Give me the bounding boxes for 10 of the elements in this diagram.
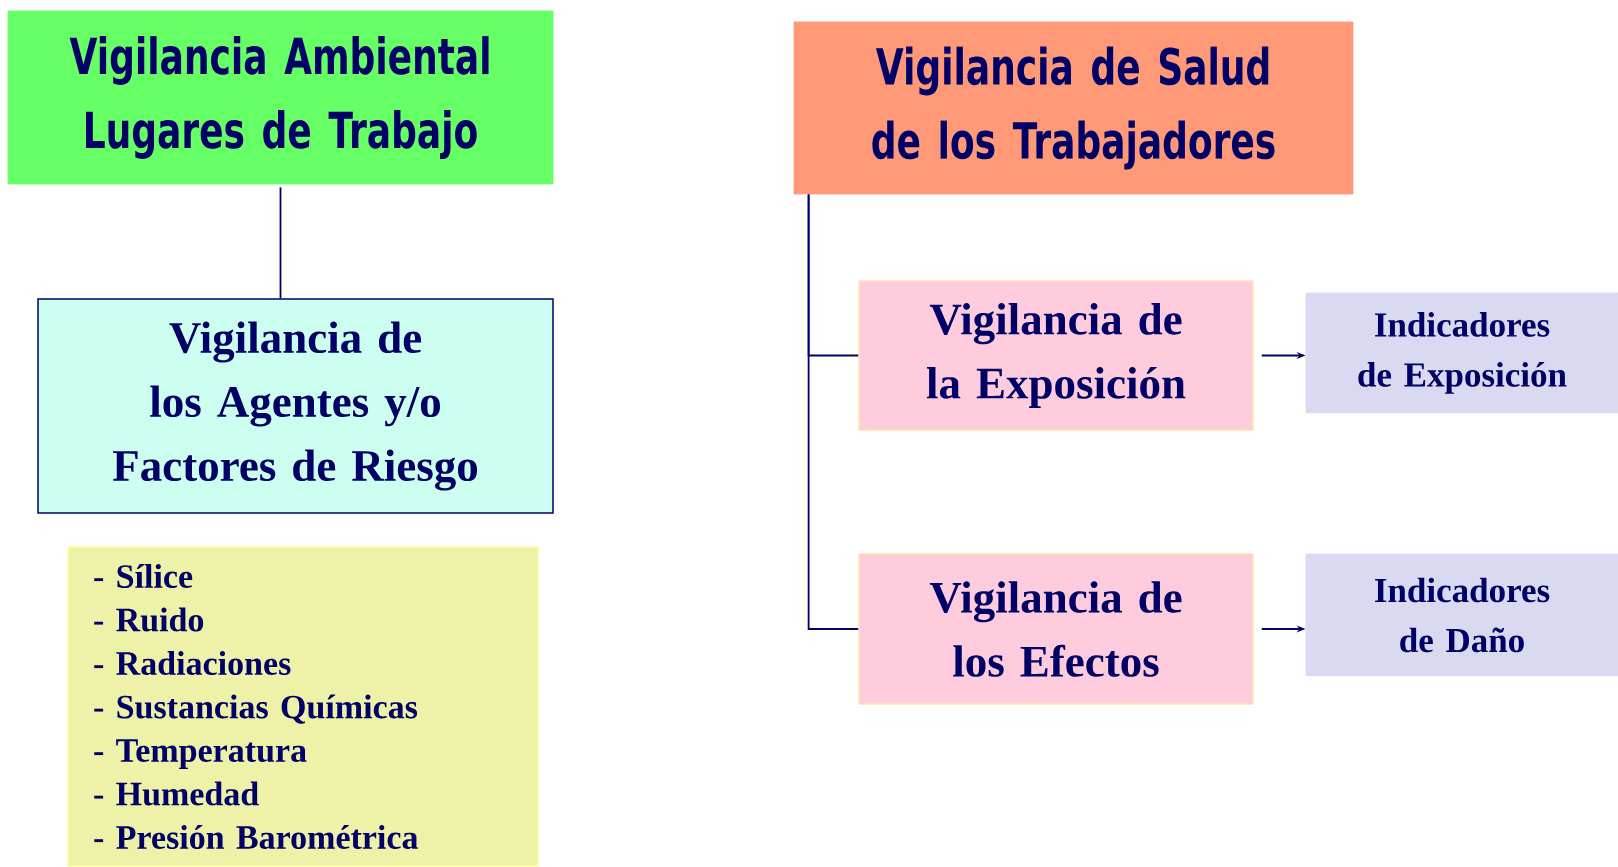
connector-line [279, 186, 282, 300]
process-box: Vigilancia de los Agentes y/o Factores de Riesgo [37, 298, 554, 514]
process-box: Vigilancia de los Efectos [858, 553, 1254, 705]
heading-box: Vigilancia Ambiental Lugares de Trabajo [7, 10, 554, 185]
indicator-box: Indicadores de Exposición [1305, 292, 1618, 414]
connector-line [807, 193, 860, 630]
process-box: Vigilancia de la Exposición [858, 280, 1254, 431]
indicator-box: Indicadores de Daño [1305, 553, 1618, 677]
heading-box: Vigilancia de Salud de los Trabajadores [793, 21, 1354, 195]
list-box: - Sílice - Ruido - Radiaciones - Sustancias Químicas - Temperatura - Humedad - Presión Barométrica [67, 546, 539, 867]
